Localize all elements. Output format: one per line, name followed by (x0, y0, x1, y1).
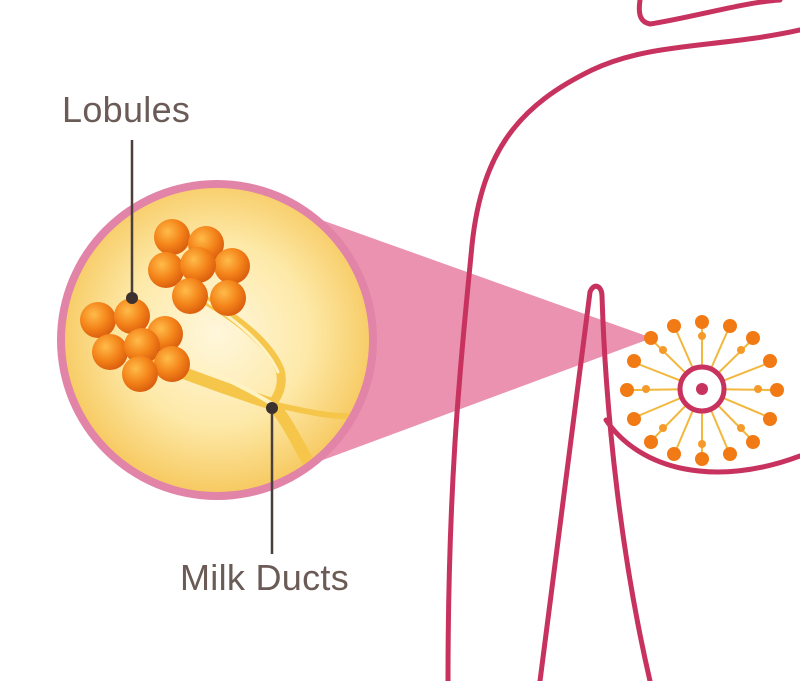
shoulder-contour (445, 27, 800, 681)
breast-lobule-cluster-icon (620, 315, 784, 466)
breast-contour (603, 417, 800, 475)
lobules-leader-dot (126, 292, 138, 304)
gland-lobules-inner (642, 332, 762, 448)
lobule-cluster-lower (80, 298, 190, 392)
gland-lobules (620, 315, 784, 466)
callout-dots (126, 292, 278, 414)
nipple (696, 383, 708, 395)
milk-ducts-label: Milk Ducts (180, 557, 350, 598)
female-torso-outline-icon (445, 0, 800, 681)
magnifier-circle (57, 180, 377, 500)
neck-line (636, 0, 783, 27)
lobules-label: Lobules (62, 89, 191, 130)
callout-leaders (130, 140, 274, 554)
milk-ducts-leader-dot (266, 402, 278, 414)
arm-contour (537, 283, 653, 681)
lobule-cluster-upper (148, 219, 250, 316)
